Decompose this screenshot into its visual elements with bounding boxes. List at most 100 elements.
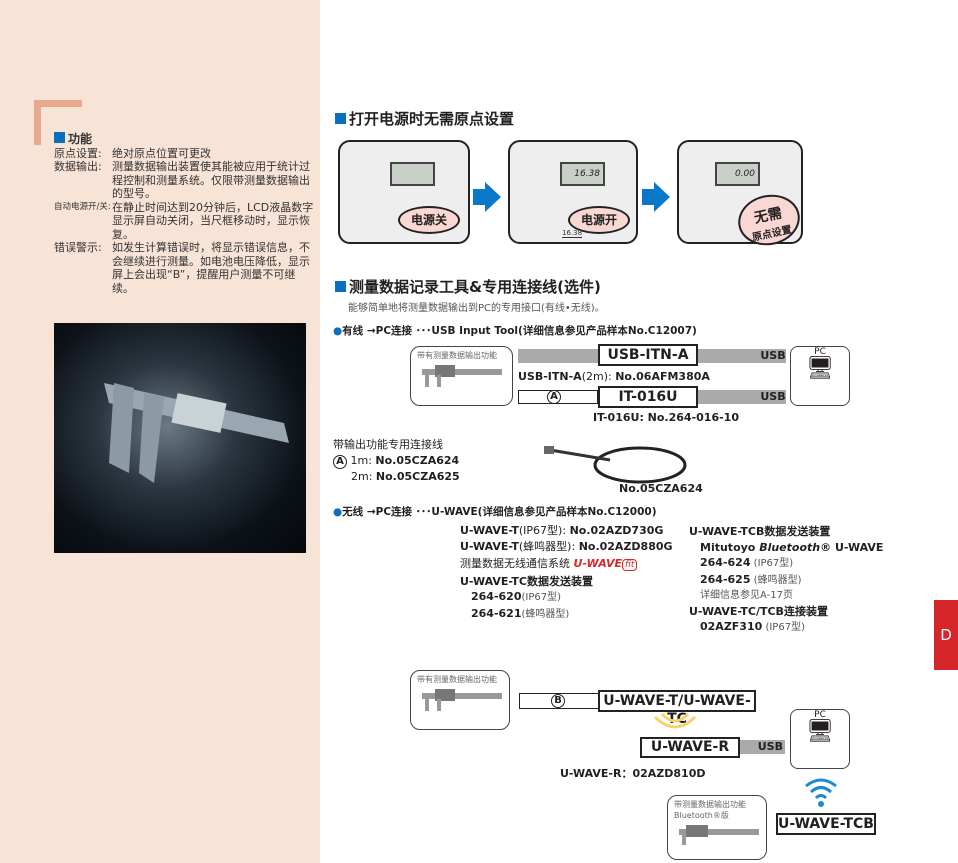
feature-value: 测量数据输出装置使其能被应用于统计过程控制和测量系统。仅限带测量数据输出的型号。 (112, 160, 310, 200)
part-no: 02AZF310 (700, 620, 763, 633)
features-block: 功能 原点设置: 绝对原点位置可更改 数据输出: 测量数据输出装置使其能被应用于统计… (54, 132, 316, 295)
connector-a-icon: A (333, 455, 347, 469)
feature-key: 原点设置: (54, 146, 102, 160)
uwave-t-list: U-WAVE-T(IP67型): No.02AZD730G U-WAVE-T(蜂… (460, 523, 673, 622)
part-no: No.05CZA624 (375, 454, 460, 467)
cable (698, 349, 760, 363)
caliper-icon (422, 365, 502, 387)
logo-suffix: fit (622, 559, 638, 571)
note-no: No.06AFM380A (615, 370, 710, 383)
type: (蜂鸣器型) (521, 608, 570, 620)
uwave-r-note: U-WAVE-R：02AZD810D (560, 767, 706, 780)
feature-value: 绝对原点位置可更改 (112, 146, 211, 160)
len: 2m: (351, 470, 373, 483)
wireless-signal-icon (653, 712, 697, 729)
usb-itn-a-box: USB-ITN-A (598, 344, 698, 366)
features-title: 功能 (68, 132, 93, 146)
section2-subtitle: 能够简单地将测量数据输出到PC的专用接口(有线•无线)。 (348, 303, 605, 314)
uwave-tcb-list: U-WAVE-TCB数据发送装置 Mitutoyo Bluetooth® U-W… (689, 524, 883, 636)
arrow-right-icon (473, 182, 501, 212)
wireless-heading: ●无线 →PC连接 ･･･U-WAVE(详细信息参见产品样本No.C12000) (333, 506, 657, 518)
it-016u-note: IT-016U: No.264-016-10 (593, 411, 739, 424)
device-label-bt: Bluetooth®版 (674, 811, 729, 820)
device-label: 带有测量数据输出功能 (417, 675, 497, 684)
power-off-label: 电源关 (398, 206, 460, 234)
section2-title-text: 测量数据记录工具&专用连接线(选件) (349, 278, 601, 296)
usb-label: USB (760, 349, 786, 363)
caliper-device-box: 带有测量数据输出功能 (410, 346, 513, 406)
wireless-heading-text: 无线 →PC连接 ･･･U-WAVE(详细信息参见产品样本No.C12000) (342, 506, 657, 518)
type: (IP67型) (762, 622, 805, 633)
caliper-device-box: 带有测量数据输出功能 (410, 670, 510, 730)
bullet-square (335, 113, 346, 124)
conn-title: U-WAVE-TC/TCB连接装置 (689, 604, 828, 618)
feature-key: 自动电源开/关: (54, 201, 111, 212)
part-no: No.02AZD880G (578, 539, 673, 553)
connector-b-icon: B (551, 694, 565, 708)
part-no: No.05CZA625 (375, 470, 460, 483)
arrow-right-icon (642, 182, 670, 212)
part-no: 264-624 (700, 556, 751, 569)
feature-value: 在静止时间达到20分钟后，LCD液晶数字显示屏自动关闭，当尺框移动时，显示恢复。 (112, 200, 314, 241)
wifi-icon (805, 778, 837, 807)
uwave-tcb-box: U-WAVE-TCB (776, 813, 876, 835)
section1-title-text: 打开电源时无需原点设置 (349, 110, 515, 128)
system-text: 测量数据无线通信系统 (460, 557, 570, 570)
tc-title: U-WAVE-TC数据发送装置 (460, 574, 593, 588)
caliper-icon (422, 689, 502, 711)
uwave: ® U-WAVE (820, 540, 884, 554)
type: (蜂鸣器型) (750, 574, 802, 586)
pc-label: PC (814, 710, 826, 720)
lcd-display: 0.00 (715, 162, 760, 186)
caliper-panel-power-off: 电源关 (338, 140, 470, 244)
len: 1m: (350, 454, 372, 467)
note-len: (2m): (581, 370, 612, 383)
corner-decoration (34, 100, 82, 145)
bluetooth: Bluetooth (759, 540, 821, 554)
pc-box: PC🖥 (790, 709, 850, 769)
section1-title: 打开电源时无需原点设置 (335, 108, 514, 129)
bullet-square (335, 281, 346, 292)
bluetooth-caliper-box: 带测量数据输出功能 Bluetooth®版 (667, 795, 767, 860)
model: U-WAVE-T (460, 524, 519, 537)
part-no: 264-620 (471, 590, 522, 603)
type: (IP67型): (518, 524, 570, 537)
pc-label: PC (814, 347, 826, 357)
lcd-display: 16.38 (560, 162, 605, 186)
section-tab-d[interactable]: D (934, 600, 958, 670)
section2-title: 测量数据记录工具&专用连接线(选件) (335, 276, 601, 297)
waterproof-caliper-photo (54, 323, 306, 553)
usb-label: USB (760, 390, 786, 404)
computer-icon: 🖥 (806, 356, 834, 381)
cable (518, 349, 600, 363)
device-label: 带测量数据输出功能 (674, 800, 746, 809)
brand: Mitutoyo (700, 540, 760, 554)
it-016u-box: IT-016U (598, 386, 698, 408)
wired-heading: ●有线 →PC连接 ･･･USB Input Tool(详细信息参见产品样本No… (333, 325, 697, 337)
power-on-label: 电源开 (568, 206, 630, 234)
logo-text: U-WAVE (573, 557, 623, 570)
feature-value: 如发生计算错误时，将显示错误信息，不会继续进行测量。如电池电压降低，显示屏上会出… (112, 241, 310, 295)
usb-label: USB (740, 740, 785, 754)
computer-icon: 🖥 (806, 719, 834, 744)
caliper-icon (679, 825, 759, 845)
cable-title: 带输出功能专用连接线 (333, 438, 443, 451)
cable-photo-caption: No.05CZA624 (619, 482, 703, 495)
page-ref: 详细信息参见A-17页 (700, 590, 793, 601)
model: U-WAVE-T (460, 539, 519, 553)
cable-1m: A 1m: No.05CZA624 (333, 454, 459, 469)
tcb-title: U-WAVE-TCB数据发送装置 (689, 525, 831, 538)
pc-box: PC🖥 (790, 346, 850, 406)
type: (IP67型) (750, 558, 794, 569)
bullet-square (54, 132, 65, 143)
feature-key: 数据输出: (54, 160, 102, 173)
connector-a-icon: A (547, 390, 561, 404)
note-name: USB-ITN-A (518, 370, 582, 383)
type: (IP67型) (521, 592, 562, 603)
cable-2m: 2m: No.05CZA625 (351, 470, 460, 483)
lcd-display (390, 162, 435, 186)
cable (698, 390, 760, 404)
part-no: 264-621 (471, 606, 522, 620)
dimension-label: 16.38 (562, 229, 583, 238)
